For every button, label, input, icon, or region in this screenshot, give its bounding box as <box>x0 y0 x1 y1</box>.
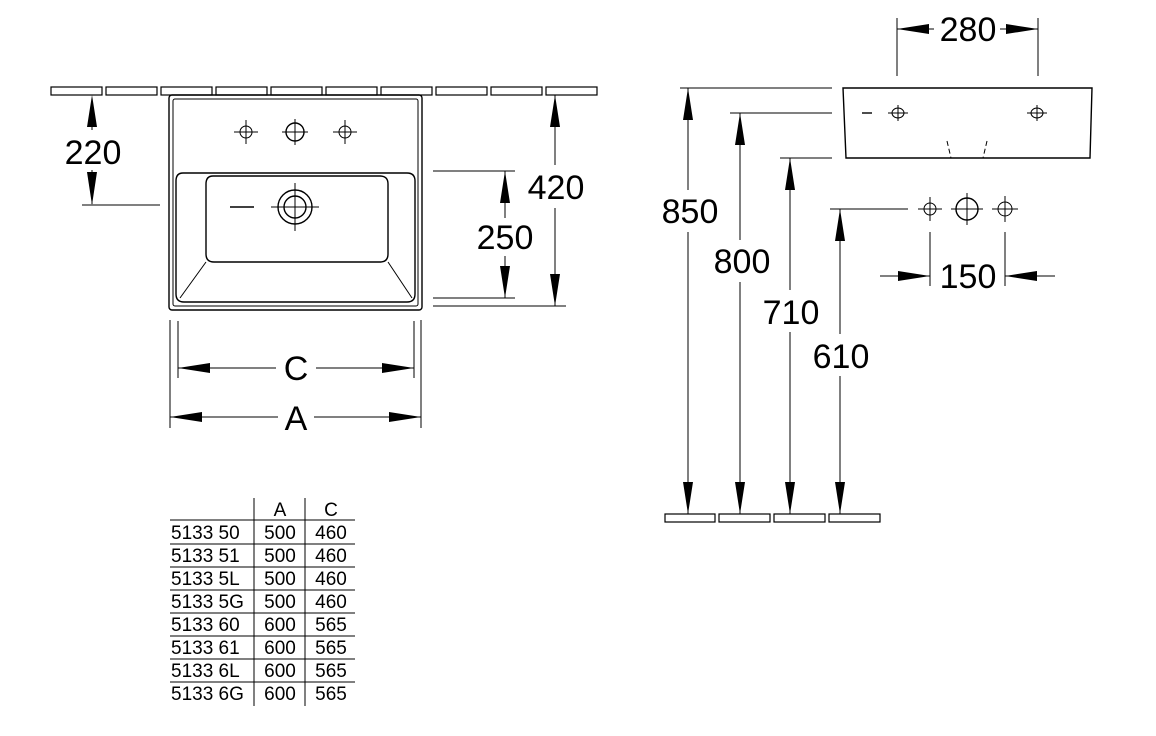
dim-c-label: C <box>284 350 309 388</box>
dim-a <box>169 320 422 428</box>
dim-250 <box>433 170 515 299</box>
front-wall-tiles <box>50 86 598 96</box>
table-row: 5133 51 500 460 <box>171 546 347 567</box>
dim-850 <box>680 87 832 514</box>
side-view: 280 150 <box>662 11 1093 523</box>
side-hole-left-icon <box>888 105 908 121</box>
wall-hole-right-icon <box>992 196 1018 222</box>
basin-side-profile <box>842 87 1093 159</box>
dim-c <box>177 321 415 378</box>
table-cell-c: 460 <box>315 546 347 567</box>
dim-710-label: 710 <box>763 294 820 332</box>
dim-220 <box>82 95 160 206</box>
tap-hole-left-icon <box>233 119 259 145</box>
table-header-a: A <box>274 500 287 521</box>
table-row: 5133 6L 600 565 <box>171 661 347 682</box>
dim-420-label: 420 <box>528 169 585 207</box>
table-row: 5133 60 600 565 <box>171 615 347 636</box>
dim-150-label: 150 <box>940 258 997 296</box>
table-cell-model: 5133 5L <box>171 569 240 590</box>
table-cell-model: 5133 51 <box>171 546 240 567</box>
table-cell-model: 5133 60 <box>171 615 240 636</box>
table-cell-c: 565 <box>315 661 347 682</box>
table-cell-model: 5133 50 <box>171 523 240 544</box>
dim-800-label: 800 <box>714 243 771 281</box>
side-hole-right-icon <box>1027 105 1047 121</box>
table-row: 5133 6G 600 565 <box>171 684 347 705</box>
dim-610-label: 610 <box>813 338 870 376</box>
table-cell-c: 460 <box>315 592 347 613</box>
dim-610 <box>830 208 908 514</box>
table-cell-a: 500 <box>264 592 296 613</box>
dim-420 <box>433 95 566 307</box>
table-cell-a: 600 <box>264 661 296 682</box>
dim-150 <box>880 232 1055 286</box>
front-view: 220 250 420 C <box>50 86 598 438</box>
table-cell-a: 600 <box>264 615 296 636</box>
basin-front-outline <box>168 94 423 311</box>
table-cell-c: 565 <box>315 684 347 705</box>
table-row: 5133 50 500 460 <box>171 523 347 544</box>
table-row: 5133 61 600 565 <box>171 638 347 659</box>
table-cell-c: 565 <box>315 615 347 636</box>
table-cell-model: 5133 6G <box>171 684 244 705</box>
table-header-c: C <box>324 500 338 521</box>
table-cell-model: 5133 61 <box>171 638 240 659</box>
table-cell-a: 500 <box>264 569 296 590</box>
table-cell-model: 5133 6L <box>171 661 240 682</box>
dim-220-label: 220 <box>65 134 122 172</box>
table-cell-a: 500 <box>264 546 296 567</box>
dim-710 <box>780 157 832 514</box>
dim-280 <box>896 18 1039 76</box>
dimension-table: A C 5133 50 500 460 5133 51 500 460 5133… <box>170 498 355 706</box>
table-cell-a: 600 <box>264 638 296 659</box>
table-row: 5133 5G 500 460 <box>171 592 347 613</box>
wall-hole-center-icon <box>951 193 983 225</box>
side-floor-tiles <box>664 513 881 523</box>
dim-a-label: A <box>285 400 308 438</box>
dim-800 <box>730 112 832 514</box>
dim-250-label: 250 <box>477 219 534 257</box>
table-cell-c: 565 <box>315 638 347 659</box>
table-cell-model: 5133 5G <box>171 592 244 613</box>
table-cell-a: 600 <box>264 684 296 705</box>
dim-850-label: 850 <box>662 193 719 231</box>
table-cell-a: 500 <box>264 523 296 544</box>
wall-hole-left-icon <box>917 196 943 222</box>
tap-hole-center-icon <box>282 119 308 145</box>
table-row: 5133 5L 500 460 <box>171 569 347 590</box>
drain-icon <box>230 183 319 231</box>
table-cell-c: 460 <box>315 569 347 590</box>
table-cell-c: 460 <box>315 523 347 544</box>
dim-280-label: 280 <box>940 11 997 49</box>
tap-hole-right-icon <box>332 119 358 145</box>
